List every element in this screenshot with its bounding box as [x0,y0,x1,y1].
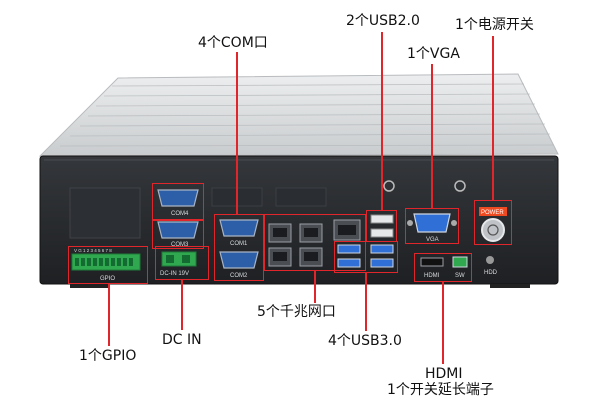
blank-plate [69,187,141,239]
com3-text: COM3 [171,242,189,248]
hdmi-leader [442,282,444,364]
vga-port [407,180,466,233]
dc-in-terminal [161,251,197,267]
hdmi-text: HDMI [424,273,440,279]
vga-text: VGA [426,237,439,243]
chassis-top [38,73,559,157]
com4-port [157,189,199,207]
com4-text: COM4 [171,211,189,217]
vga-label: 1个VGA [407,46,460,62]
power-label: 1个电源开关 [455,17,534,33]
lan-leader [314,271,316,303]
power-box [474,200,512,245]
com-leader [236,52,238,214]
gpio-terminal [71,253,141,271]
power-leader [492,36,494,200]
dcin-box [155,246,209,280]
usb3-label: 4个USB3.0 [328,333,402,349]
usb2-label: 2个USB2.0 [346,13,420,29]
com3-port [157,221,199,239]
hdd-text: HDD [484,270,498,276]
hdmi-sw-box [414,253,472,282]
hdmi-label: HDMI [425,366,463,382]
gpio-box [68,246,148,284]
usb3-box [334,241,398,273]
usb2-leader [381,32,383,210]
com1-text: COM1 [230,241,248,247]
usb3-ports [337,244,394,268]
com-label: 4个COM口 [198,35,268,51]
com2-text: COM2 [230,273,248,279]
power-text: POWER [481,210,504,216]
com12-box [214,214,264,281]
usb2-box [366,210,397,242]
usb3-leader [365,273,367,331]
lan-box [264,214,366,271]
power-button [479,207,507,242]
lan-label: 5个千兆网口 [257,304,336,320]
com4-box [152,183,204,221]
com2-port [219,251,259,269]
usb2-ports [370,180,395,238]
switch-ext-label: 1个开关延长端子 [387,382,494,398]
gpio-pin-text: V G 1 2 3 4 5 6 7 8 [74,248,112,253]
dc-in-text: DC-IN 19V [160,271,189,277]
com3-box [152,219,204,249]
com1-port [219,219,259,237]
vga-leader [431,64,433,208]
sw-terminal [452,256,494,268]
gpio-text: GPIO [100,276,115,282]
vga-box [405,208,459,244]
blank-plate-small [275,187,327,207]
gpio-leader [108,284,110,346]
hdmi-port [420,257,444,267]
dcin-label: DC IN [162,332,202,348]
dcin-leader [181,280,183,330]
lan-ports [268,219,361,267]
sw-text: SW [455,273,465,279]
gpio-label: 1个GPIO [79,348,137,364]
